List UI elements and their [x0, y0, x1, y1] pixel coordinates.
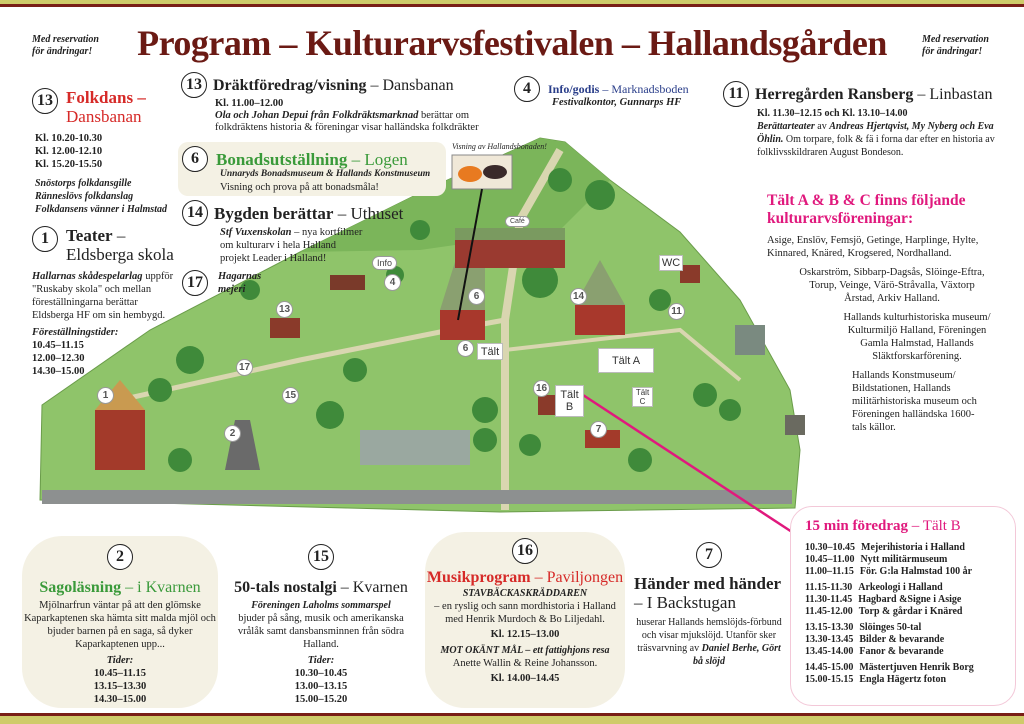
foredrag-row: 10.45–11.00 Nytt militärmuseum	[805, 554, 1015, 566]
foredrag-row: 13.30-13.45 Bilder & bevarande	[805, 634, 1015, 646]
number-badge: 13	[181, 72, 207, 98]
foredrag-group: 13.15-13.30 Slöinges 50-tal 13.30-13.45 Bil…	[805, 622, 1015, 658]
map-talt-b[interactable]: Tält B	[555, 385, 584, 417]
trees	[148, 168, 741, 472]
map-talt-label[interactable]: Tält	[477, 343, 503, 360]
foredrag-time: 10.30–10.45	[805, 542, 855, 553]
saga-section: 2 Sagoläsning – i Kvarnen Mjölnarfrun vä…	[22, 536, 218, 708]
map-marker[interactable]: 11	[668, 303, 685, 320]
foredrag-row: 11.30-11.45 Hagbard &Signe i Asige	[805, 594, 1015, 606]
bonad-caption: Visning av Hallandsbonaden!	[452, 142, 547, 151]
map-marker[interactable]: 14	[570, 288, 587, 305]
map-marker[interactable]: 13	[276, 301, 293, 318]
top-band	[0, 0, 1024, 7]
map-marker[interactable]: 1	[97, 387, 114, 404]
musik-section: 16 Musikprogram – Paviljongen STAVBÄCKAS…	[425, 532, 625, 708]
number-badge: 7	[696, 542, 722, 568]
foredrag-row: 11.00–11.15 För. G:la Halmstad 100 år	[805, 566, 1015, 578]
foredrag-time: 14.45-15.00	[805, 662, 854, 673]
number-badge: 11	[723, 81, 749, 107]
map-hill	[300, 138, 610, 252]
foredrag-row: 13.45-14.00 Fanor & bevarande	[805, 646, 1015, 658]
foredrag-topic: Hagbard &Signe i Asige	[858, 594, 962, 605]
foredrag-topic: Bilder & bevarande	[859, 634, 945, 645]
foredrag-row: 13.15-13.30 Slöinges 50-tal	[805, 622, 1015, 634]
map-marker[interactable]: 6	[468, 288, 485, 305]
mejeri-section: 17 Hagarnas mejeri	[182, 270, 272, 296]
foredrag-row: 10.30–10.45 Mejerihistoria i Halland	[805, 542, 1015, 554]
foredrag-topic: För. G:la Halmstad 100 år	[859, 566, 973, 577]
number-badge: 4	[514, 76, 540, 102]
map-marker[interactable]: 4	[384, 274, 401, 291]
foredrag-row: 14.45-15.00 Mästertjuven Henrik Borg	[805, 662, 1015, 674]
number-badge: 15	[308, 544, 334, 570]
foredrag-topic: Torp & gårdar i Knäred	[858, 606, 963, 617]
number-badge: 17	[182, 270, 208, 296]
foredrag-time: 11.45-12.00	[805, 606, 853, 617]
number-badge: 6	[182, 146, 208, 172]
foredrag-row: 11.15-11.30 Arkeologi i Halland	[805, 582, 1015, 594]
hander-section: 7 Händer med händer– I Backstugan husera…	[634, 536, 784, 668]
foredrag-row: 15.00-15.15 Engla Hägertz foton	[805, 674, 1015, 686]
foredrag-row: 11.45-12.00 Torp & gårdar i Knäred	[805, 606, 1015, 618]
foredrag-time: 13.45-14.00	[805, 646, 854, 657]
number-badge: 1	[32, 226, 58, 252]
foredrag-time: 11.30-11.45	[805, 594, 853, 605]
number-badge: 13	[32, 88, 58, 114]
map-marker[interactable]: 2	[224, 425, 241, 442]
foredrag-topic: Mästertjuven Henrik Borg	[859, 662, 974, 673]
foredrag-time: 13.30-13.45	[805, 634, 854, 645]
map-marker[interactable]: 17	[236, 359, 253, 376]
foredrag-topic: Nytt militärmuseum	[860, 554, 948, 565]
number-badge: 2	[107, 544, 133, 570]
teater-section: 1 Teater –Eldsberga skola Hallarnas skåd…	[32, 226, 174, 377]
map-cafe-label[interactable]: Café	[505, 216, 530, 227]
map-talt-c[interactable]: Tält C	[632, 387, 653, 407]
foredrag-topic: Engla Hägertz foton	[859, 674, 946, 685]
map-marker[interactable]: 15	[282, 387, 299, 404]
stone-wall	[42, 490, 792, 504]
map-marker[interactable]: 16	[533, 380, 550, 397]
bottom-band	[0, 713, 1024, 724]
number-badge: 14	[182, 200, 208, 226]
map-path	[504, 327, 742, 382]
page-title: Program – Kulturarvsfestivalen – Halland…	[137, 23, 887, 63]
foredrag-time: 15.00-15.15	[805, 674, 854, 685]
map-path	[501, 148, 564, 510]
foredrag-topic: Mejerihistoria i Halland	[861, 542, 965, 553]
number-badge: 16	[512, 538, 538, 564]
pointer-line	[457, 188, 483, 321]
map-marker[interactable]: 7	[590, 421, 607, 438]
foredrag-time: 13.15-13.30	[805, 622, 854, 633]
talt-section: Tält A & B & C finns följande kulturarvs…	[767, 192, 991, 433]
pointer-line-pink	[582, 393, 793, 534]
foredrag-topic: Fanor & bevarande	[859, 646, 944, 657]
map-talt-a[interactable]: Tält A	[598, 348, 654, 373]
map-marker[interactable]: 6	[457, 340, 474, 357]
foredrag-time: 10.45–11.00	[805, 554, 855, 565]
foredrag-topic: Slöinges 50-tal	[859, 622, 922, 633]
nostalgi-section: 15 50-tals nostalgi – Kvarnen Föreningen…	[226, 536, 416, 706]
map-info-label[interactable]: Info	[372, 256, 398, 270]
map-wc-label[interactable]: WC	[659, 255, 683, 271]
foredrag-topic: Arkeologi i Halland	[858, 582, 943, 593]
foredrag-time: 11.15-11.30	[805, 582, 853, 593]
foredrag-time: 11.00–11.15	[805, 566, 854, 577]
